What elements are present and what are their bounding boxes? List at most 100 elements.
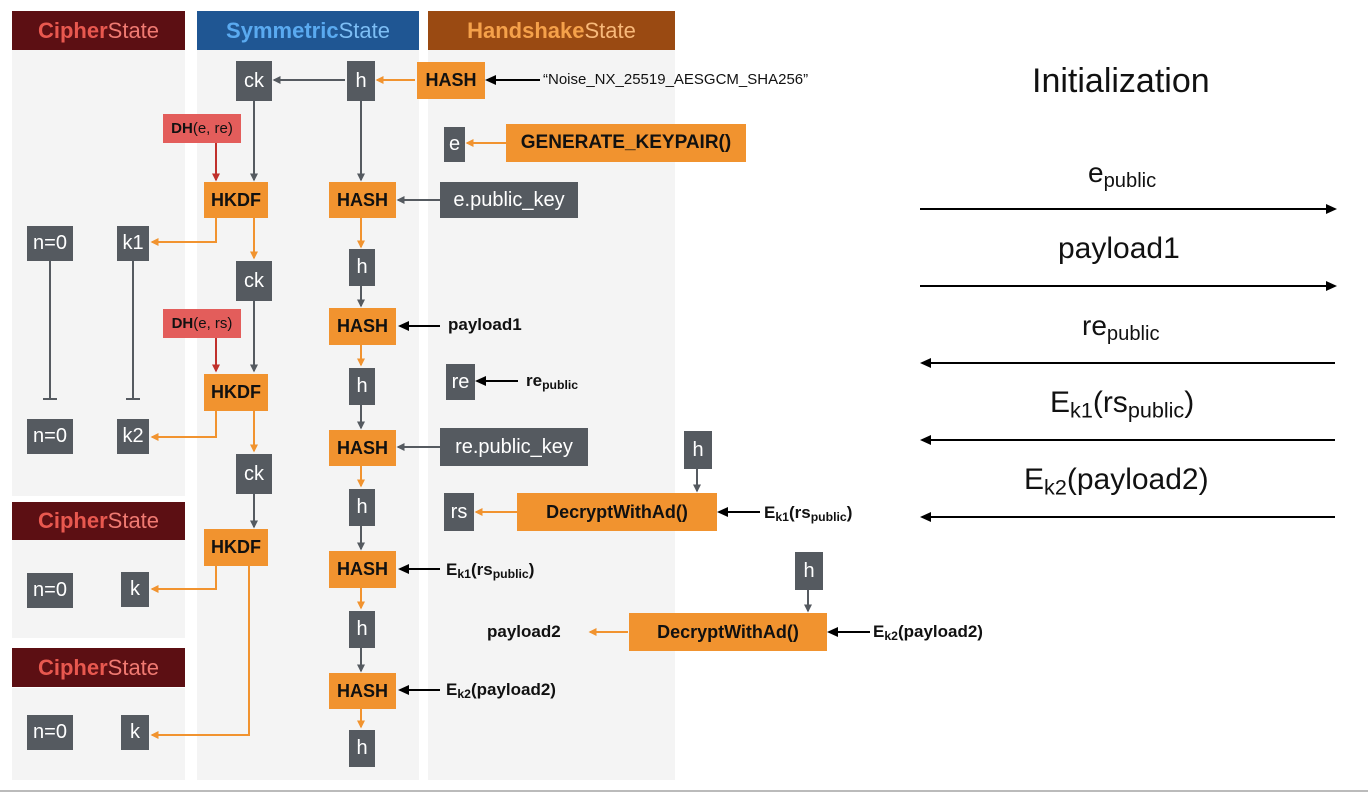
ek2-main: E xyxy=(873,622,885,641)
e-box: e xyxy=(444,127,465,162)
cipher-nonce-box: n=0 xyxy=(27,226,73,261)
re-public-label: republic xyxy=(526,371,578,395)
message-ek1-rs-public: Ek1(rspublic) xyxy=(1050,386,1194,423)
message-main: e xyxy=(1088,157,1104,188)
re-label-sub: public xyxy=(542,378,579,393)
cipher-nonce-box: n=0 xyxy=(27,715,73,750)
ek2-rest: (payload2) xyxy=(897,622,983,641)
message-ek2-payload2: Ek2(payload2) xyxy=(1024,463,1209,500)
initial-hash-box: HASH xyxy=(417,62,485,99)
h-box: h xyxy=(347,61,375,101)
hash-box: HASH xyxy=(329,673,396,709)
hash-box: HASH xyxy=(329,430,396,466)
ek1-main: E xyxy=(764,503,776,522)
ek1-sub: k1 xyxy=(775,510,789,525)
re-label-main: re xyxy=(526,371,543,390)
header-bold-text: Handshake xyxy=(467,17,585,43)
message-payload1: payload1 xyxy=(1058,232,1180,266)
ek2-payload2-label: Ek2(payload2) xyxy=(873,622,983,646)
header-rest-text: State xyxy=(107,654,160,680)
cipher-nonce-box: n=0 xyxy=(27,573,73,608)
header-rest-text: State xyxy=(584,17,636,43)
hkdf-box: HKDF xyxy=(204,529,268,566)
header-bold-text: Symmetric xyxy=(226,17,339,43)
hkdf-box: HKDF xyxy=(204,182,268,218)
header-bold-text: Cipher xyxy=(37,508,108,533)
message-rest: (rs xyxy=(1092,386,1128,419)
ek1-sub: k1 xyxy=(457,567,471,582)
symmetricstate-column xyxy=(197,50,419,780)
hash-box: HASH xyxy=(329,182,396,218)
cipher-k-box: k xyxy=(121,572,149,607)
ek2-main: E xyxy=(446,680,458,699)
hash-box: HASH xyxy=(329,308,396,345)
message-sub: public xyxy=(1106,323,1160,346)
message-rest: (payload2) xyxy=(1066,463,1209,496)
ek1-main: E xyxy=(446,560,458,579)
ek2-sub: k2 xyxy=(457,687,471,702)
header-rest-text: State xyxy=(107,17,160,43)
initialization-title: Initialization xyxy=(1032,62,1210,100)
ek1-close: ) xyxy=(846,503,853,522)
cipher-k1-box: k1 xyxy=(117,226,149,261)
decrypt-with-ad-box: DecryptWithAd() xyxy=(517,493,717,531)
header-bold-text: Cipher xyxy=(37,654,108,680)
message-sub2: public xyxy=(1127,397,1185,423)
protocol-name: “Noise_NX_25519_AESGCM_SHA256” xyxy=(543,71,809,88)
message-close: ) xyxy=(1184,386,1195,419)
header-bold-text: Cipher xyxy=(37,17,108,43)
hash-box: HASH xyxy=(329,551,396,588)
ck-box: ck xyxy=(236,261,272,301)
ek2-sub: k2 xyxy=(884,629,898,644)
message-main: E xyxy=(1050,386,1071,419)
generate-keypair-box: GENERATE_KEYPAIR() xyxy=(506,124,746,162)
hkdf-box: HKDF xyxy=(204,374,268,411)
h-box: h xyxy=(349,489,375,526)
rs-box: rs xyxy=(444,493,474,531)
message-e-public: epublic xyxy=(1088,157,1156,193)
dh-e-rs-box: DH(e, rs) xyxy=(163,309,241,338)
re-box: re xyxy=(446,364,475,400)
header-rest-text: State xyxy=(338,17,390,43)
payload2-output-label: payload2 xyxy=(487,622,561,641)
dh-label: DH xyxy=(171,120,193,137)
ek1-open: (rs xyxy=(788,503,811,522)
e-public-key-box: e.public_key xyxy=(440,182,578,218)
ek2-payload2-label: Ek2(payload2) xyxy=(446,680,556,704)
message-sub: k2 xyxy=(1044,474,1067,500)
handshakestate-column xyxy=(428,50,675,780)
ek1-sub2: public xyxy=(810,510,847,525)
payload1-label: payload1 xyxy=(448,315,522,334)
message-re-public: republic xyxy=(1082,310,1160,346)
message-main: E xyxy=(1024,463,1045,496)
ck-box: ck xyxy=(236,454,272,494)
ek1-open: (rs xyxy=(470,560,493,579)
h-box: h xyxy=(349,368,375,405)
h-box: h xyxy=(349,730,375,767)
cipher-nonce-box: n=0 xyxy=(27,419,73,454)
h-box: h xyxy=(349,249,375,286)
h-box: h xyxy=(349,611,375,648)
ek2-rest: (payload2) xyxy=(470,680,556,699)
re-public-key-box: re.public_key xyxy=(440,428,588,466)
message-sub: k1 xyxy=(1070,397,1093,423)
cipher-k-box: k xyxy=(121,715,149,750)
header-rest-text: State xyxy=(107,508,160,533)
bottom-divider xyxy=(0,790,1368,792)
message-main: re xyxy=(1082,310,1107,341)
dh-e-re-box: DH(e, re) xyxy=(163,114,241,143)
decrypt-with-ad-box: DecryptWithAd() xyxy=(629,613,827,651)
cipher-k2-box: k2 xyxy=(117,419,149,454)
ek1-sub2: public xyxy=(492,567,529,582)
dh-args: (e, rs) xyxy=(193,315,233,332)
dh-label: DH xyxy=(171,315,194,332)
message-sub: public xyxy=(1103,170,1157,193)
message-main: payload1 xyxy=(1058,232,1180,265)
dh-args: (e, re) xyxy=(192,120,233,137)
